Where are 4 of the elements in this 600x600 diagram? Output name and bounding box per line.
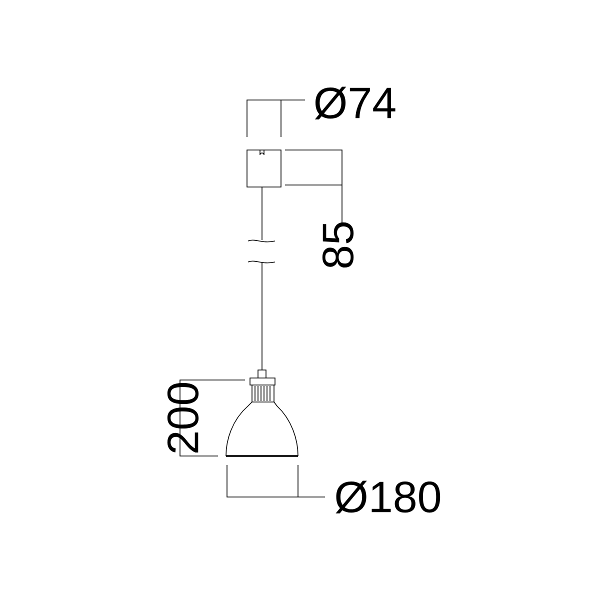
dimension-label: 85	[322, 222, 354, 268]
dimension-label: 200	[167, 383, 199, 452]
dimension-label: Ø74	[314, 86, 396, 120]
dimension-label: Ø180	[336, 480, 440, 514]
